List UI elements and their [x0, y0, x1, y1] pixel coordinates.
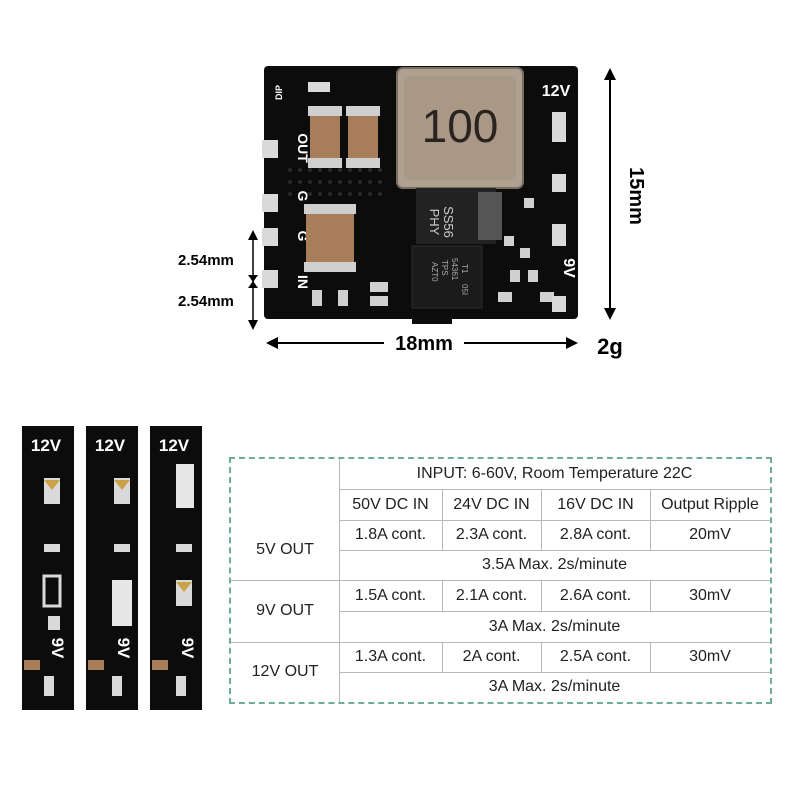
variant-2-label-9v: 9V — [114, 638, 133, 659]
table-cell-max: 3A Max. 2s/minute — [488, 617, 621, 635]
diode-marking-2: PHY — [427, 209, 442, 236]
table-cell: 30mV — [689, 586, 731, 604]
left-header-pads — [262, 140, 278, 288]
jumper-pads — [552, 112, 566, 312]
pitch-dimension — [248, 230, 258, 330]
ic-marking-5: AZT0 — [430, 262, 439, 282]
led — [308, 82, 330, 92]
height-dimension — [604, 68, 616, 320]
diode-marking-1: SS56 — [441, 206, 456, 238]
spec-table — [229, 457, 772, 704]
silk-dip: DIP — [274, 85, 284, 100]
spec-table-grid: INPUT: 6-60V, Room Temperature 22C 50V D… — [231, 459, 770, 702]
variant-1-label-12v: 12V — [31, 436, 62, 455]
silk-g2: G — [295, 231, 311, 242]
table-cell: 20mV — [689, 526, 731, 543]
table-cell: 1.8A cont. — [354, 526, 427, 543]
silk-out: OUT — [295, 133, 311, 163]
table-cell: 30mV — [689, 648, 731, 665]
variant-strip-3: 12V 9V — [150, 426, 202, 710]
smd-parts — [312, 198, 554, 306]
silk-g1: G — [295, 191, 311, 202]
variant-strips: 12V 9V 12V 9V 12V 9V — [22, 426, 202, 710]
weight-label: 2g — [597, 334, 623, 359]
variant-strip-1: 12V 9V — [22, 426, 74, 710]
table-cell: 2.3A cont. — [455, 526, 528, 543]
variant-2-label-12v: 12V — [95, 436, 126, 455]
silk-in: IN — [295, 275, 311, 289]
table-cell: 2.1A cont. — [455, 586, 528, 604]
silk-12v: 12V — [542, 83, 571, 100]
table-cell-max: 3.5A Max. 2s/minute — [482, 556, 627, 573]
table-cell: 1.3A cont. — [354, 648, 427, 665]
board-figure: DIP OUT G G IN 100 SS56 PHY TPS 54361 T1… — [178, 66, 647, 359]
table-cell: 2.5A cont. — [559, 648, 632, 665]
ceramic-capacitors — [304, 106, 380, 272]
pitch-label-2: 2.54mm — [178, 293, 234, 310]
ic-marking-4: 05I — [460, 284, 469, 295]
width-label: 18mm — [395, 333, 453, 355]
table-header-input: INPUT: 6-60V, Room Temperature 22C — [416, 465, 693, 482]
table-cell: 1.5A cont. — [354, 586, 427, 604]
ic-marking-2: 54361 — [450, 258, 459, 281]
ic-chip: TPS 54361 T1 05I AZT0 — [411, 245, 483, 309]
silk-9v: 9V — [560, 258, 577, 278]
diode: SS56 PHY — [416, 188, 502, 244]
table-cell: 2A cont. — [462, 648, 521, 665]
pitch-label-1: 2.54mm — [178, 252, 234, 269]
row-label: 12V OUT — [251, 663, 319, 680]
row-label: 5V OUT — [256, 541, 314, 558]
variant-3-label-12v: 12V — [159, 436, 190, 455]
variant-1-label-9v: 9V — [48, 638, 67, 659]
column-header: 16V DC IN — [557, 495, 634, 513]
inductor-marking: 100 — [422, 100, 499, 152]
column-header: 24V DC IN — [453, 495, 530, 513]
table-cell: 2.8A cont. — [559, 526, 632, 543]
ic-marking-1: TPS — [440, 260, 449, 276]
variant-3-label-9v: 9V — [178, 638, 197, 659]
table-cell: 2.6A cont. — [559, 586, 632, 604]
row-label: 9V OUT — [256, 602, 314, 619]
via-pattern — [288, 168, 382, 196]
width-label-bg — [384, 332, 464, 354]
column-header: Output Ripple — [661, 495, 759, 513]
pcb-edge-tab — [412, 312, 452, 324]
ic-marking-3: T1 — [460, 264, 469, 274]
table-cell-max: 3A Max. 2s/minute — [488, 678, 621, 695]
variant-strip-2: 12V 9V — [86, 426, 138, 710]
column-header: 50V DC IN — [352, 495, 429, 513]
inductor: 100 — [396, 67, 524, 189]
height-label: 15mm — [625, 167, 647, 225]
